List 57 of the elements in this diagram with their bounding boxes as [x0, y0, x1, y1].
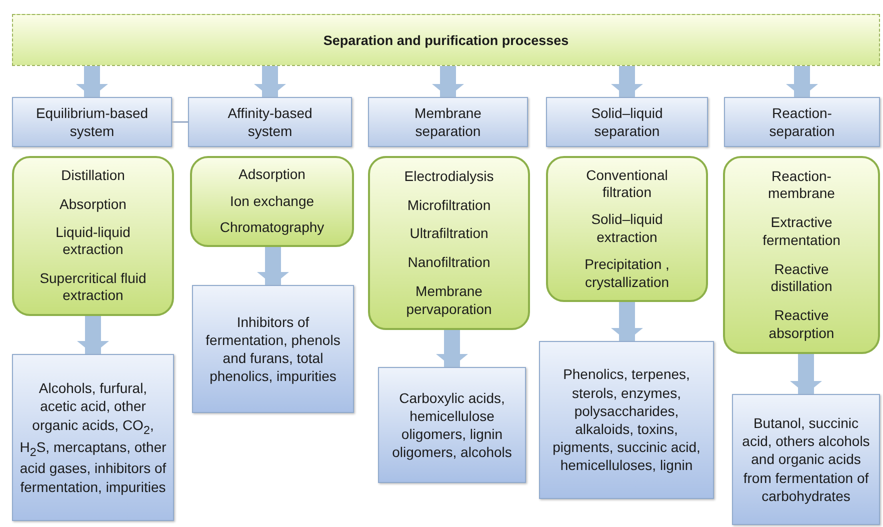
category-label: Reaction-separation [768, 104, 836, 140]
product-list: Alcohols, furfural, acetic acid, other organic acids, CO$_{2}$, H$_{2}$S, mercaptans, other acid gases, inhibitors of fermentation, impurities [19, 379, 167, 496]
method-label: Chromatography [220, 219, 324, 237]
product-list: Carboxylic acids, hemicellulose oligomers, lignin oligomers, alcohols [385, 388, 519, 462]
category-box [12, 97, 172, 147]
category-label: Membrane separation [414, 104, 482, 140]
method-label: Adsorption [238, 166, 306, 184]
method-label: Reactive absorption [768, 307, 836, 342]
block-arrow [436, 330, 468, 367]
method-label: Microfiltration [407, 196, 491, 214]
product-list: Butanol, succinic acid, others alcohols and organic acids from fermentation of carbohydrates [739, 414, 873, 505]
method-box [546, 156, 708, 302]
title-banner [12, 14, 880, 66]
method-label: Extractive fermentation [762, 214, 842, 250]
method-label: Supercritical fluid extraction [38, 270, 148, 305]
method-label: Solid–liquid extraction [590, 211, 664, 246]
product-box [192, 285, 354, 413]
category-box [546, 97, 708, 147]
method-box [12, 156, 174, 316]
method-box [190, 156, 354, 247]
block-arrow [432, 66, 464, 97]
method-label: Precipitation , crystallization [584, 256, 670, 292]
method-label: Liquid-liquid extraction [54, 224, 132, 259]
category-box [724, 97, 880, 147]
block-arrow [611, 66, 643, 97]
product-list: Phenolics, terpenes, sterols, enzymes, polysaccharides, alkaloids, toxins, pigments, succinic acid, hemicelluloses, lignin [546, 365, 707, 475]
method-label: Distillation [61, 167, 125, 185]
category-label: Solid–liquid separation [590, 104, 664, 140]
category-box [368, 97, 528, 147]
method-box [368, 156, 530, 330]
title: Separation and purification processes [323, 32, 569, 48]
method-label: Conventional filtration [585, 166, 669, 202]
block-arrow [786, 66, 818, 97]
connector-line [172, 121, 188, 123]
category-label: Affinity-based system [226, 104, 314, 140]
method-label: Absorption [60, 196, 126, 214]
block-arrow [76, 66, 108, 97]
block-arrow [790, 354, 822, 394]
block-arrow [257, 247, 289, 285]
product-box [732, 394, 880, 525]
method-label: Ion exchange [230, 192, 314, 210]
method-label: Reactive distillation [770, 260, 834, 296]
method-label: Nanofiltration [408, 254, 490, 272]
product-box [539, 341, 714, 499]
product-list: Inhibitors of fermentation, phenols and furans, total phenolics, impurities [199, 312, 347, 386]
category-label: Equilibrium-based system [35, 104, 149, 140]
product-box [378, 367, 526, 483]
block-arrow [254, 66, 286, 97]
method-label: Reaction-membrane [767, 168, 836, 203]
method-label: Ultrafiltration [410, 225, 488, 243]
method-box [723, 156, 880, 354]
method-label: Membrane pervaporation [405, 283, 493, 318]
method-label: Electrodialysis [404, 168, 494, 186]
product-box [12, 354, 174, 521]
block-arrow [611, 302, 643, 341]
category-box [188, 97, 352, 147]
block-arrow [77, 316, 109, 354]
